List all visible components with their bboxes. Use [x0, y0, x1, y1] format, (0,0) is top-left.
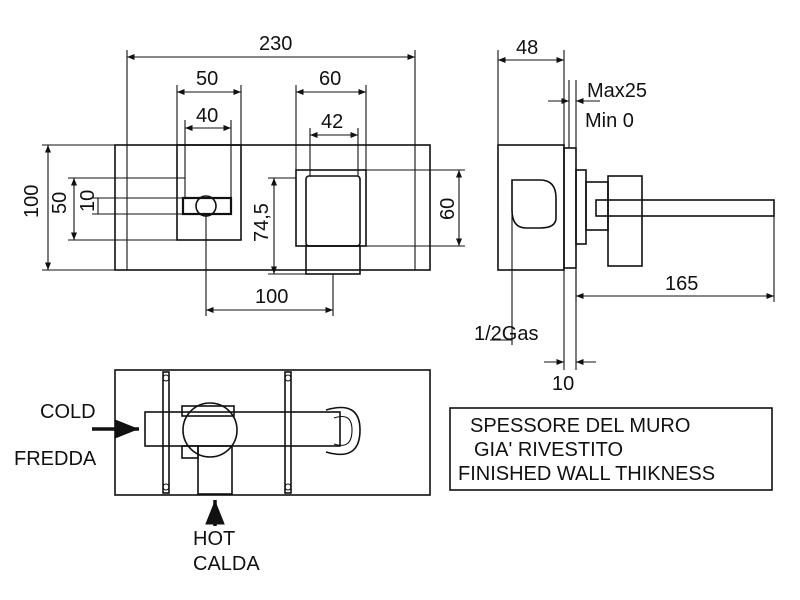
handle-slot [181, 196, 233, 216]
label-calda: CALDA [193, 553, 260, 575]
legend-line-3: FINISHED WALL THIKNESS [458, 463, 715, 485]
plan-screw-1 [162, 374, 170, 382]
plan-outlet [325, 406, 361, 456]
plan-mixer-disk [182, 402, 238, 458]
plan-mixer-bottom [181, 445, 199, 459]
dim-label-axis-100: 100 [255, 286, 288, 308]
dim-label-60-top: 60 [319, 68, 341, 90]
dim-label-60-v: 60 [437, 198, 459, 220]
plan-bar-left [162, 371, 170, 494]
dim-label-10: 10 [552, 373, 574, 395]
label-cold: COLD [40, 401, 96, 423]
side-spout-head [607, 175, 643, 267]
side-plate [563, 147, 577, 269]
side-handle [511, 179, 557, 229]
dim-label-230: 230 [259, 33, 292, 55]
plan-bar-right [284, 371, 292, 494]
dim-label-gas: 1/2Gas [474, 323, 538, 345]
plan-mixer-top [181, 405, 235, 417]
legend-line-2: GIA' RIVESTITO [474, 439, 623, 461]
side-view: 48 Max25 Min 0 165 1/2Gas 10 [474, 37, 775, 395]
dim-label-min: Min 0 [585, 110, 634, 132]
dim-label-48: 48 [516, 37, 538, 59]
label-hot: HOT [193, 528, 235, 550]
spout-inner [305, 175, 361, 247]
dim-label-10-v: 10 [77, 190, 99, 212]
side-escutcheon [575, 169, 587, 245]
dim-label-165: 165 [665, 273, 698, 295]
dim-label-50-v: 50 [49, 192, 71, 214]
dim-label-745: 74,5 [251, 203, 273, 242]
plan-screw-3 [284, 374, 292, 382]
legend-line-1: SPESSORE DEL MURO [470, 415, 690, 437]
side-collar [585, 181, 609, 231]
plan-view: COLD FREDDA HOT CALDA [14, 369, 431, 575]
side-body [497, 144, 565, 271]
side-spout-arm [595, 199, 775, 217]
label-fredda: FREDDA [14, 448, 97, 470]
front-view: 230 50 40 60 42 100 50 10 74,5 60 100 [21, 33, 465, 316]
wall-thickness-legend: SPESSORE DEL MURO GIA' RIVESTITO FINISHE… [449, 407, 773, 491]
dim-label-50-top: 50 [196, 68, 218, 90]
plan-pipe-horizontal [144, 411, 341, 447]
dim-label-40: 40 [196, 105, 218, 127]
dim-label-max: Max25 [587, 80, 647, 102]
plan-screw-2 [162, 483, 170, 491]
dim-label-100-v: 100 [21, 185, 43, 218]
dim-label-42: 42 [321, 111, 343, 133]
plan-outlet-inner [333, 415, 353, 446]
legend-box [449, 407, 773, 491]
plan-pipe-vertical [197, 445, 233, 495]
plan-screw-4 [284, 483, 292, 491]
